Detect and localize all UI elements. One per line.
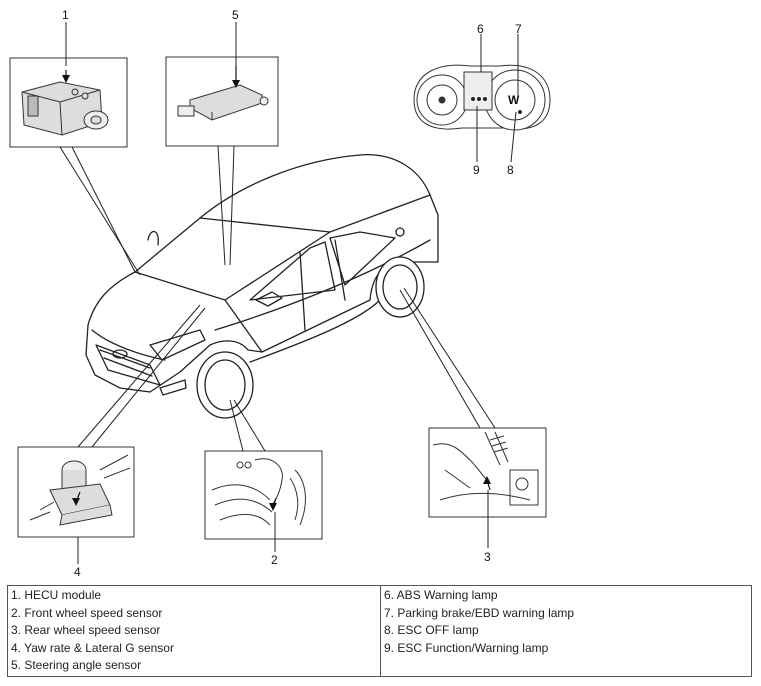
callout-1: 1 (62, 8, 69, 22)
legend-column-right: 6. ABS Warning lamp 7. Parking brake/EBD… (381, 586, 751, 676)
legend-table: 1. HECU module 2. Front wheel speed sens… (7, 585, 752, 677)
legend-item: 8. ESC OFF lamp (384, 623, 479, 638)
instrument-cluster: W (413, 64, 551, 131)
yaw-rate-sensor-inset (17, 446, 135, 538)
legend-item: 5. Steering angle sensor (11, 658, 142, 673)
callout-2: 2 (271, 553, 278, 567)
leader-lines (59, 22, 519, 564)
callout-4: 4 (74, 565, 81, 579)
callout-3: 3 (484, 550, 491, 564)
car-illustration (85, 154, 439, 419)
callout-8: 8 (507, 163, 514, 177)
callout-9: 9 (473, 163, 480, 177)
steering-angle-sensor-inset (165, 56, 279, 147)
callout-7: 7 (515, 22, 522, 36)
legend-column-left: 1. HECU module 2. Front wheel speed sens… (8, 586, 381, 676)
svg-text:W: W (508, 93, 520, 107)
legend-item: 9. ESC Function/Warning lamp (384, 640, 549, 655)
front-wheel-speed-sensor-inset (204, 450, 323, 540)
legend-item: 7. Parking brake/EBD warning lamp (384, 605, 575, 620)
hecu-module-inset (9, 57, 128, 148)
legend-item: 3. Rear wheel speed sensor (11, 623, 161, 638)
callout-6: 6 (477, 22, 484, 36)
legend-item: 1. HECU module (11, 588, 102, 602)
legend-item: 6. ABS Warning lamp (384, 588, 498, 602)
component-location-diagram: W (9, 8, 551, 579)
callout-5: 5 (232, 8, 239, 22)
legend-item: 2. Front wheel speed sensor (11, 605, 163, 620)
legend-item: 4. Yaw rate & Lateral G sensor (11, 640, 174, 655)
